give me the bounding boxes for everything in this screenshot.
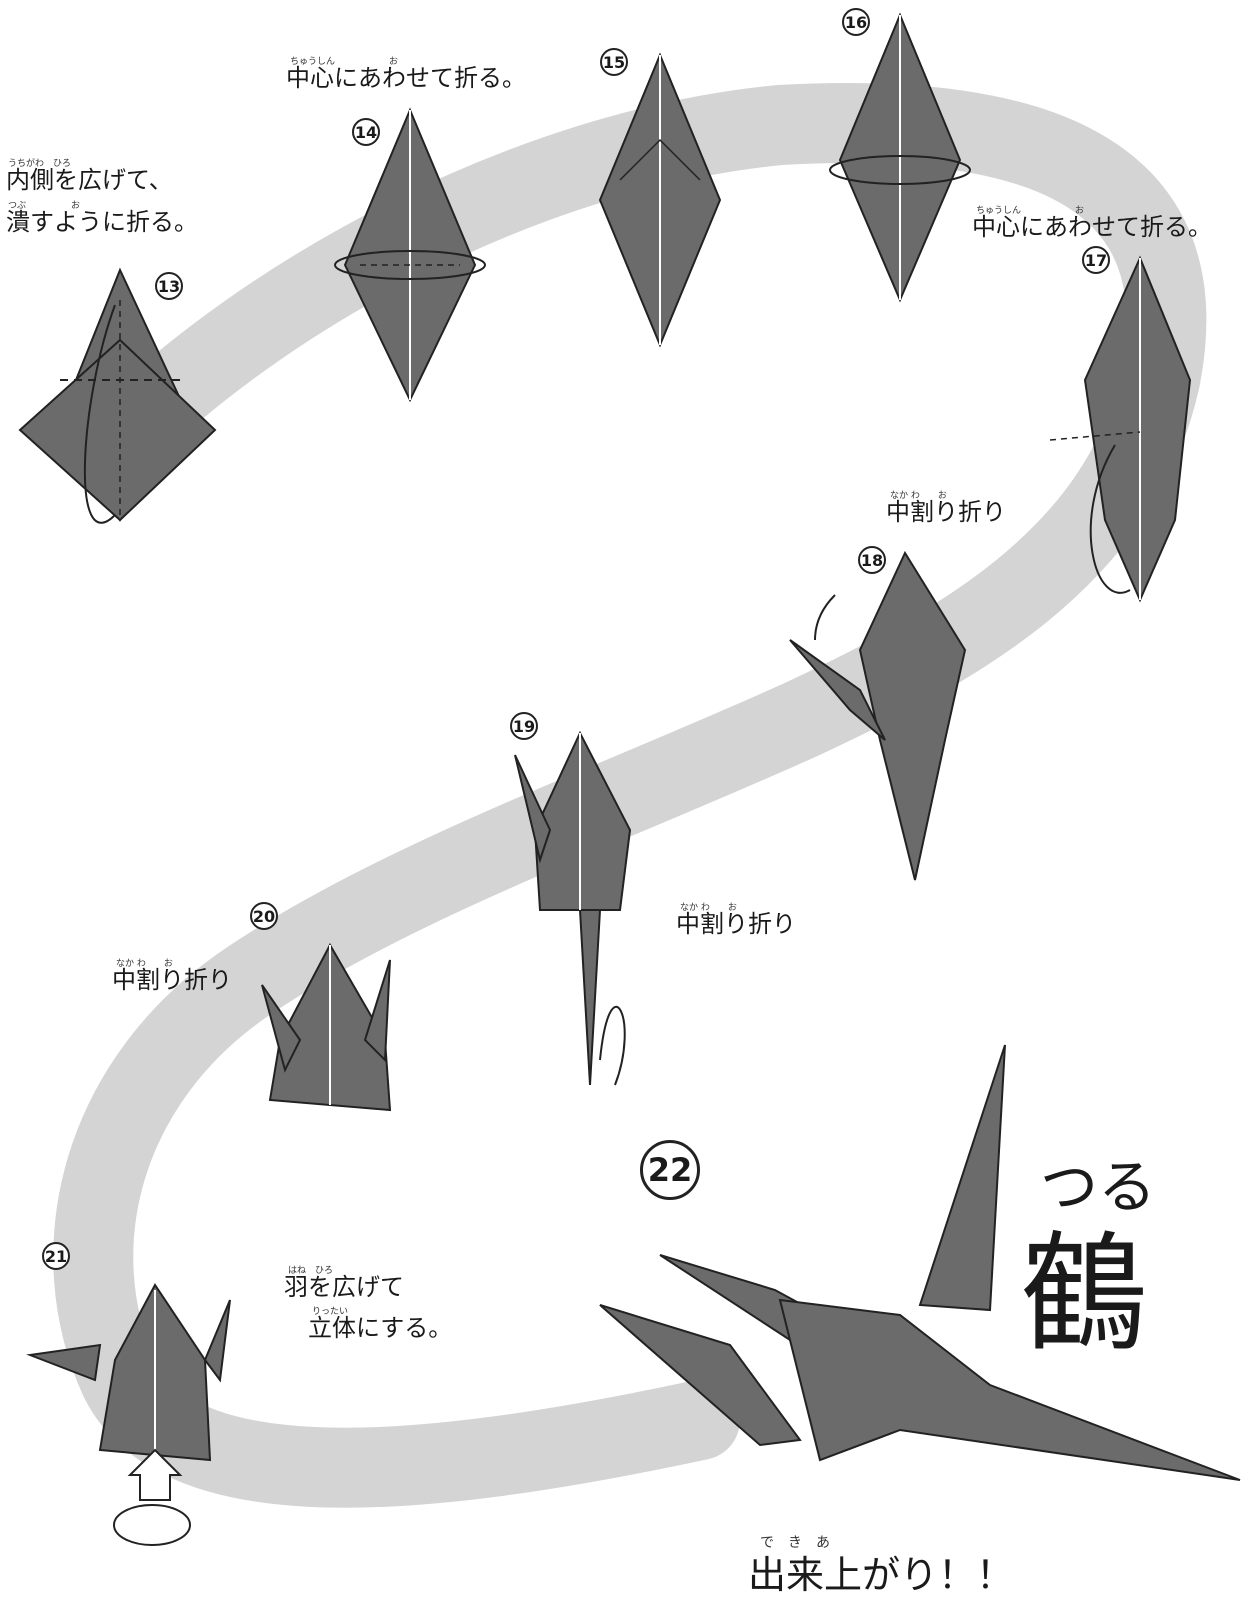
title-ruby: つる bbox=[1040, 1153, 1157, 1221]
step18-figure bbox=[789, 550, 967, 881]
step16-figure bbox=[829, 12, 971, 303]
step19-instruction: 中割り折り bbox=[676, 910, 796, 938]
step17-ruby: ちゅうしん お bbox=[976, 206, 1085, 216]
step13-ruby-2: つぶ お bbox=[8, 201, 81, 211]
step-number-18: 18 bbox=[858, 546, 886, 574]
step22-crane bbox=[599, 1044, 1241, 1481]
step-number-14: 14 bbox=[352, 118, 380, 146]
step-number-22: 22 bbox=[640, 1140, 700, 1200]
step13-ruby-1: うちがわ ひろ bbox=[8, 159, 72, 169]
step13-instruction-line2: 潰すように折る。 bbox=[6, 208, 198, 236]
step21-instruction-line2: 立体にする。 bbox=[308, 1314, 453, 1342]
step21-ruby-2: りったい bbox=[312, 1307, 349, 1317]
step21-figure bbox=[26, 1283, 231, 1546]
step14-figure bbox=[334, 107, 486, 403]
step21-ruby-1: はね ひろ bbox=[288, 1266, 334, 1276]
step-number-17: 17 bbox=[1082, 246, 1110, 274]
step18-instruction: 中割り折り bbox=[886, 498, 1006, 526]
title-kanji: 鶴 bbox=[1020, 1220, 1149, 1369]
step19-figure bbox=[514, 730, 632, 1086]
final-caption: 出来上がり！！ bbox=[748, 1553, 1015, 1597]
step-number-21: 21 bbox=[42, 1242, 70, 1270]
step-number-15: 15 bbox=[600, 48, 628, 76]
step14-instruction: 中心にあわせて折る。 bbox=[286, 64, 526, 92]
step14-ruby: ちゅうしん お bbox=[290, 57, 399, 67]
step20-ruby: なか わ お bbox=[116, 959, 173, 969]
background-ribbon bbox=[53, 83, 1207, 1508]
step-number-20: 20 bbox=[250, 902, 278, 930]
step15-figure bbox=[598, 52, 722, 348]
step13-figure bbox=[18, 267, 217, 524]
step-number-16: 16 bbox=[842, 8, 870, 36]
step13-instruction-line1: 内側を広げて、 bbox=[6, 166, 173, 194]
step-number-13: 13 bbox=[155, 272, 183, 300]
step18-ruby: なか わ お bbox=[890, 491, 947, 501]
step17-instruction: 中心にあわせて折る。 bbox=[972, 213, 1212, 241]
step20-figure bbox=[261, 942, 392, 1112]
step17-figure bbox=[1049, 255, 1192, 603]
final-ruby: で き あ bbox=[760, 1535, 830, 1551]
step-number-19: 19 bbox=[510, 712, 538, 740]
step21-instruction-line1: 羽を広げて bbox=[284, 1273, 404, 1301]
step19-ruby: なか わ お bbox=[680, 903, 737, 913]
step20-instruction: 中割り折り bbox=[112, 966, 232, 994]
